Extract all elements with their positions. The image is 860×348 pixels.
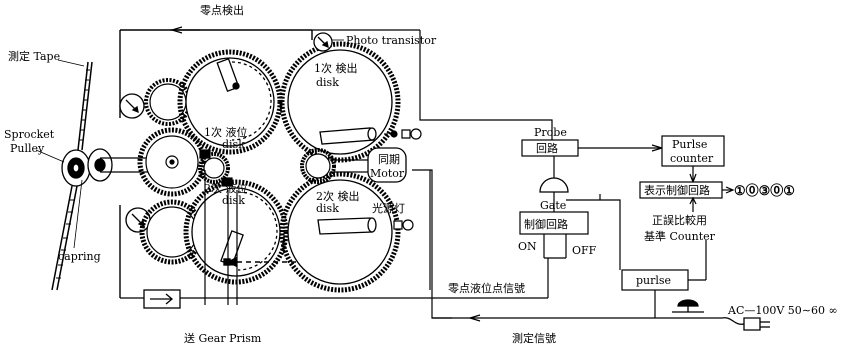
disk1-detect-sub: disk [316,76,339,89]
light-source-label: 光源灯 [372,201,405,215]
purlse-counter-label-2: counter [670,152,714,165]
probe-circuit-label: 回路 [536,142,558,155]
disk2-detect-label: 2次 検出 [316,189,360,203]
on-label: ON [518,240,537,253]
tape-label: 測定 Tape [8,49,60,63]
purlse-label: purlse [636,274,671,287]
top-signal-label: 零点検出 [200,3,244,17]
display-control-label: 表示制御回路 [644,183,710,197]
off-label: OFF [572,244,597,257]
gate-label: Gate [540,199,566,212]
disk2-level-sub: disk [222,194,245,207]
disk1-detect-label: 1次 検出 [314,61,358,75]
zero-level-signal-label: 零点液位点信號 [448,281,525,295]
probe-label: Probe [534,126,567,139]
purlse-counter-label-1: Purlse [672,138,707,151]
pulley-label: Pulley [10,142,45,155]
gate-circuit-label: 制御回路 [524,217,568,231]
ac-power-label: AC—100V 50∼60 ∞ [727,304,838,317]
compare-label-2: 基準 Counter [644,229,716,243]
disk1-level-sub: disk [222,138,245,151]
sync-motor-label: 同期 [378,153,400,166]
disk2-detect-sub: disk [316,202,339,215]
sprocket-label: Sprocket [4,128,55,141]
photo-transistor-label: Photo transistor [346,34,437,47]
disk2-level-label: 2次 液位 [204,181,248,195]
disk1-level-label: 1次 液位 [204,125,248,139]
compare-label-1: 正誤比較用 [652,213,707,227]
measure-signal-label: 測定信號 [512,331,556,345]
sync-motor-sub: Motor [370,167,405,180]
capring-label: capring [58,250,101,263]
gear-prism-label: 送 Gear Prism [184,331,262,345]
display-value: ①⓪③⓪① [734,183,795,199]
